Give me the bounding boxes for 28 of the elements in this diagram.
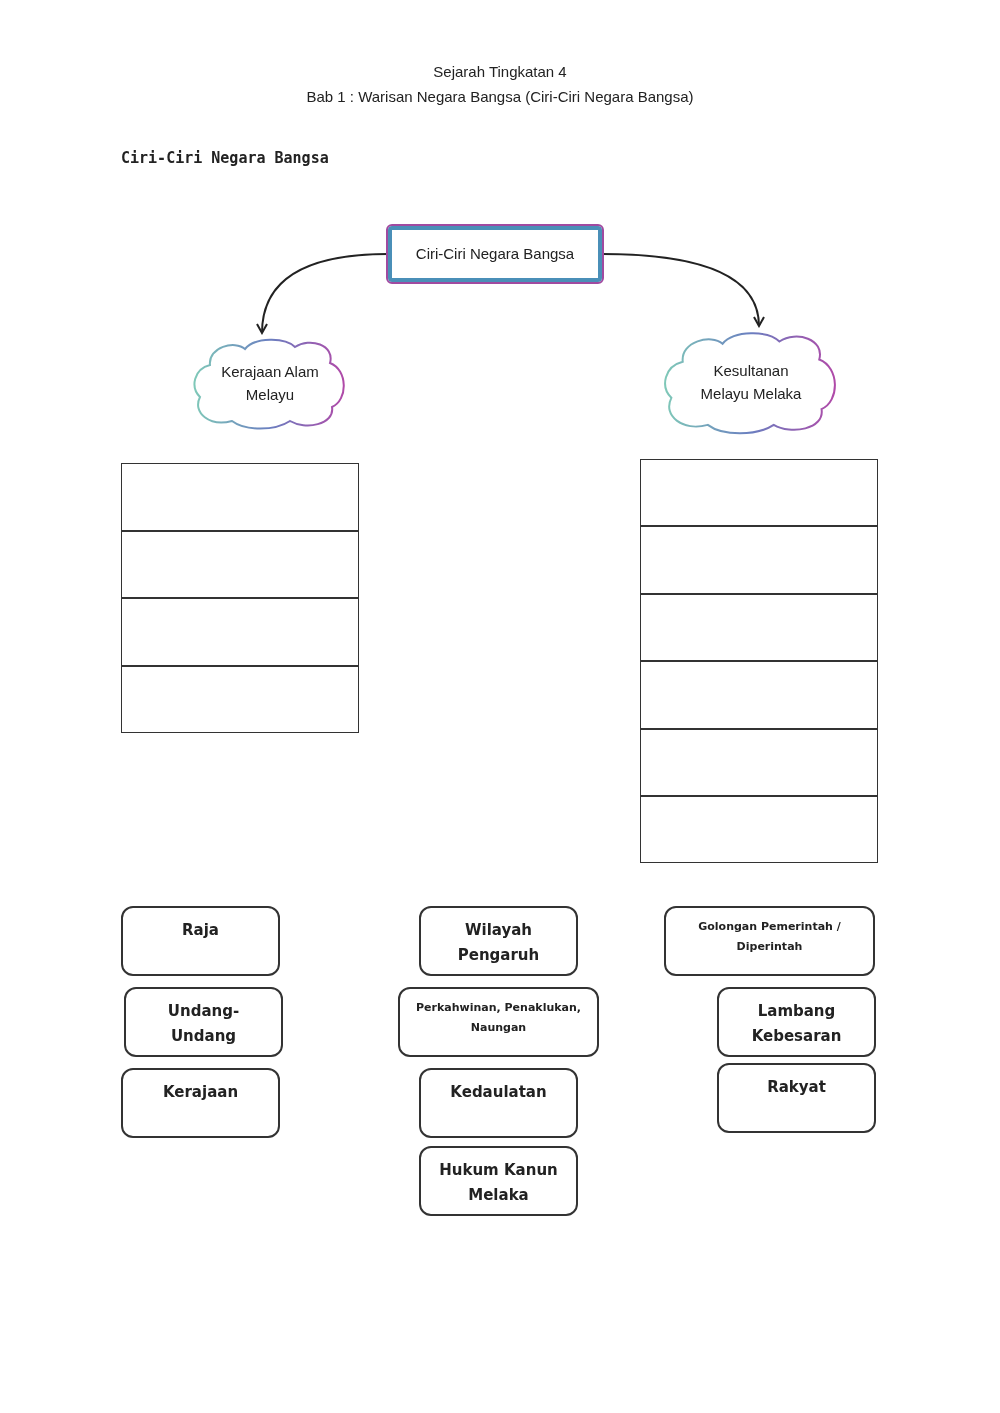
word-card: Kerajaan [121,1068,280,1138]
curved-arrow [256,253,389,334]
word-card: Hukum Kanun Melaka [419,1146,578,1216]
cloud-text: Kesultanan Melayu Melaka [699,360,803,404]
page-subtitle: Bab 1 : Warisan Negara Bangsa (Ciri-Ciri Negara Bangsa) [305,87,695,107]
answer-box [640,526,878,594]
word-card: Lambang Kebesaran [717,987,876,1057]
answer-box [121,463,359,531]
word-card: Golongan Pemerintah / Diperintah [664,906,875,976]
curved-arrow [601,253,765,327]
answer-box [640,594,878,661]
answer-box [640,729,878,796]
word-card: Undang-Undang [124,987,283,1057]
answer-box [121,666,359,733]
word-card: Perkahwinan, Penaklukan, Naungan [398,987,599,1057]
section-heading: Ciri-Ciri Negara Bangsa [121,148,329,169]
answer-box [640,661,878,729]
word-card: Wilayah Pengaruh [419,906,578,976]
answer-box [121,598,359,666]
answer-box [121,531,359,598]
word-card: Raja [121,906,280,976]
word-card: Kedaulatan [419,1068,578,1138]
word-card: Rakyat [717,1063,876,1133]
cloud-text: Kerajaan Alam Melayu [220,361,320,405]
page-title: Sejarah Tingkatan 4 [432,62,568,82]
answer-box [640,796,878,863]
answer-box [640,459,878,526]
title-box: Ciri-Ciri Negara Bangsa [388,226,602,282]
